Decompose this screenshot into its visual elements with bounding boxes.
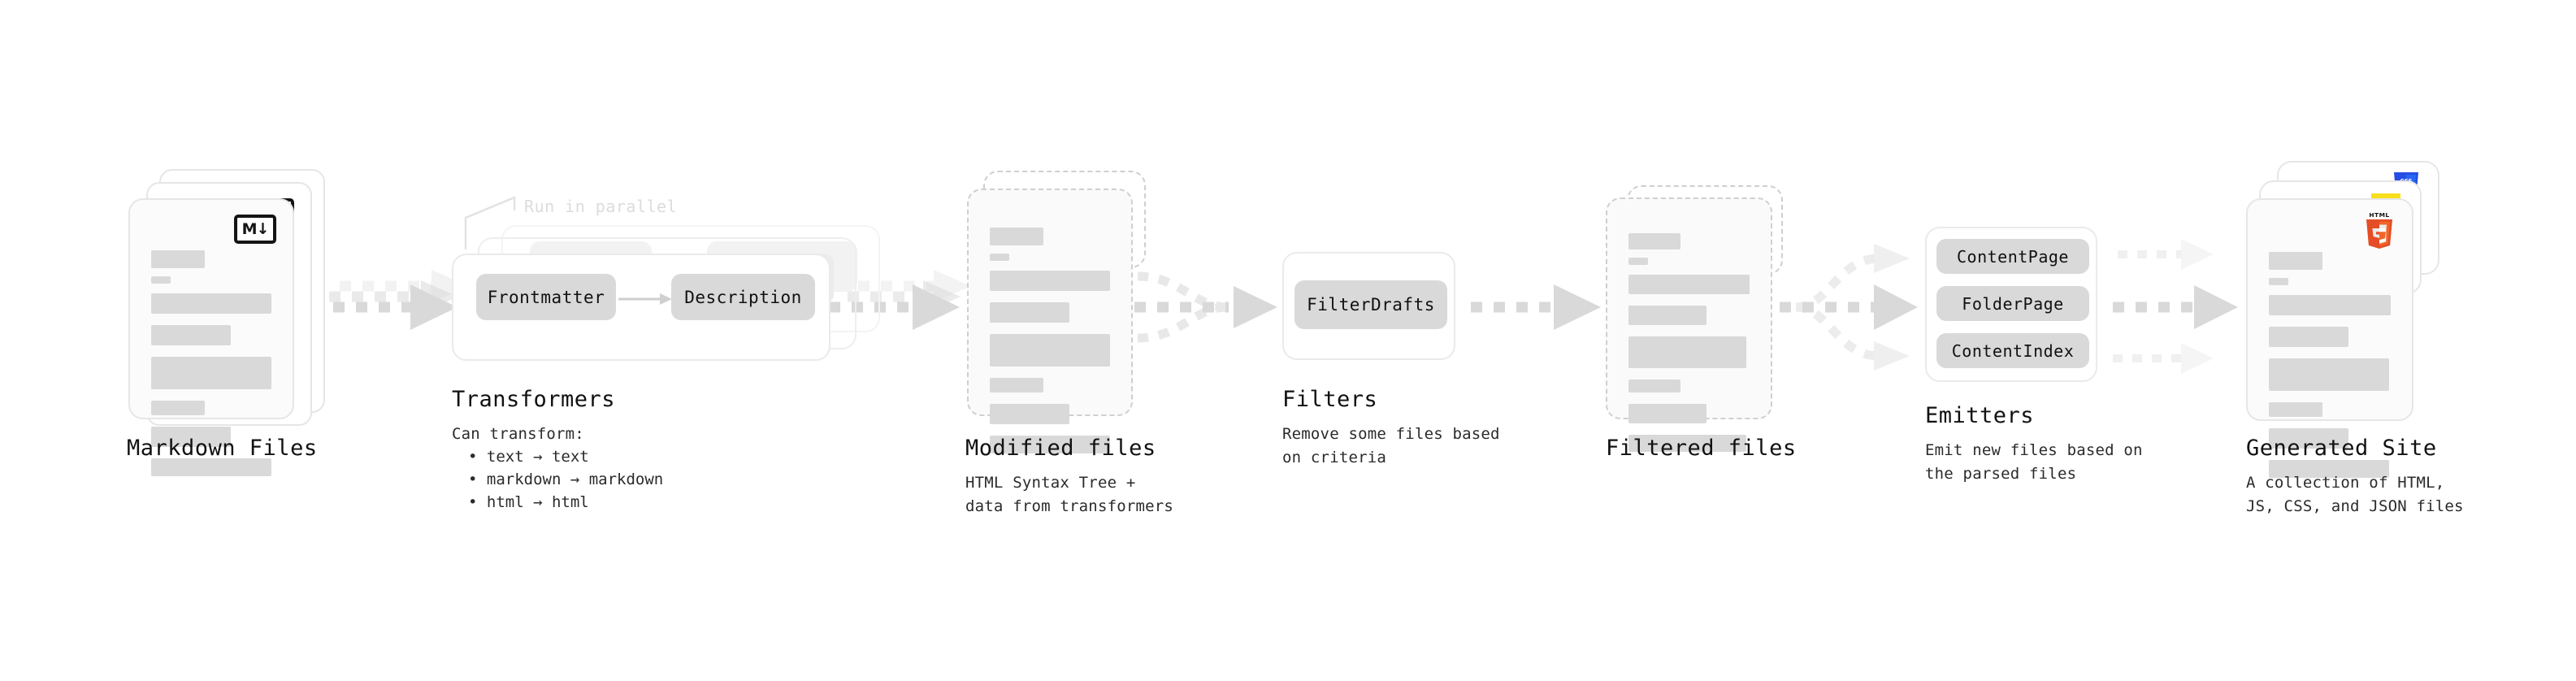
content-line — [990, 254, 1009, 261]
stage-subtitle-filters: Remove some files based on criteria — [1282, 425, 1500, 466]
content-line — [2269, 252, 2322, 270]
pill-frontmatter[interactable]: Frontmatter — [476, 274, 616, 320]
stage-subtitle-modified-files: HTML Syntax Tree + data from transformer… — [965, 474, 1174, 515]
content-line — [1628, 336, 1746, 368]
stage-subtitle-transformers: Can transform: — [452, 425, 584, 443]
arrow-filtered-to-emitters — [1780, 244, 1918, 371]
stage-title-modified-files: Modified files — [965, 436, 1156, 461]
content-line — [1628, 306, 1706, 325]
svg-text:HTML: HTML — [2369, 211, 2389, 219]
content-line — [1628, 404, 1706, 423]
modified-card-front[interactable] — [967, 189, 1133, 453]
content-line — [2269, 327, 2348, 347]
arrow-filters-to-filtered — [1471, 284, 1601, 330]
content-line — [151, 293, 271, 314]
pill-contentpage[interactable]: ContentPage — [1936, 239, 2089, 274]
transformers-bullet-0: • text → text — [468, 448, 589, 466]
html5-icon-glyph: HTML — [2366, 211, 2392, 249]
content-line — [2269, 278, 2288, 285]
card-content-lines — [1628, 233, 1750, 463]
transformer-panel-front[interactable]: Frontmatter Description — [452, 254, 830, 361]
arrow-modified-to-filters — [1134, 271, 1277, 343]
content-line — [990, 302, 1069, 323]
content-line — [990, 378, 1043, 393]
pill-filterdrafts[interactable]: FilterDrafts — [1295, 280, 1447, 329]
card-content-lines — [151, 250, 271, 488]
transformers-bullet-1: • markdown → markdown — [468, 471, 664, 488]
transformers-bullet-2: • html → html — [468, 493, 589, 511]
transformer-inner-arrow — [618, 293, 672, 305]
stage-title-filtered-files: Filtered files — [1606, 436, 1797, 461]
content-line — [2269, 460, 2389, 478]
stage-subtitle-emitters: Emit new files based on the parsed files — [1925, 441, 2143, 483]
content-line — [151, 427, 231, 447]
card-content-lines — [990, 228, 1110, 465]
content-line — [151, 401, 205, 415]
content-line — [990, 271, 1110, 291]
content-line — [151, 325, 231, 345]
run-in-parallel-label: Run in parallel — [524, 197, 678, 216]
site-card-front[interactable]: HTML — [2246, 198, 2413, 478]
stage-title-transformers: Transformers — [452, 387, 616, 412]
pill-folderpage[interactable]: FolderPage — [1936, 286, 2089, 321]
html5-icon: HTML — [2363, 211, 2396, 249]
content-line — [1628, 233, 1680, 249]
content-line — [151, 276, 171, 284]
arrow-markdown-to-transformers — [310, 270, 469, 330]
content-line — [1628, 275, 1750, 294]
content-line — [1628, 258, 1648, 265]
stage-title-emitters: Emitters — [1925, 403, 2035, 428]
pill-description[interactable]: Description — [671, 274, 815, 320]
content-line — [2269, 428, 2348, 449]
markdown-icon: M↓ — [234, 215, 276, 244]
arrow-emitters-to-site — [2113, 239, 2238, 374]
content-line — [2269, 295, 2391, 315]
content-line — [990, 228, 1043, 245]
filtered-card-front[interactable] — [1606, 197, 1772, 452]
card-content-lines — [2269, 252, 2391, 489]
markdown-badge-glyph: M↓ — [234, 215, 276, 244]
pill-contentindex[interactable]: ContentIndex — [1936, 333, 2089, 368]
stage-title-generated-site: Generated Site — [2246, 436, 2437, 461]
content-line — [151, 250, 205, 268]
markdown-card-front[interactable]: M↓ — [128, 198, 294, 476]
emitters-panel[interactable]: ContentPage FolderPage ContentIndex — [1925, 227, 2097, 382]
stage-title-markdown-files: Markdown Files — [127, 436, 318, 461]
content-line — [2269, 358, 2389, 391]
content-line — [151, 357, 271, 389]
content-line — [2269, 402, 2322, 417]
content-line — [151, 458, 271, 476]
stage-title-filters: Filters — [1282, 387, 1378, 412]
content-line — [990, 436, 1110, 453]
content-line — [990, 404, 1069, 424]
filters-panel[interactable]: FilterDrafts — [1282, 252, 1455, 360]
content-line — [990, 334, 1110, 367]
stage-subtitle-generated-site: A collection of HTML, JS, CSS, and JSON … — [2246, 474, 2464, 515]
content-line — [1628, 435, 1746, 452]
content-line — [1628, 380, 1680, 393]
